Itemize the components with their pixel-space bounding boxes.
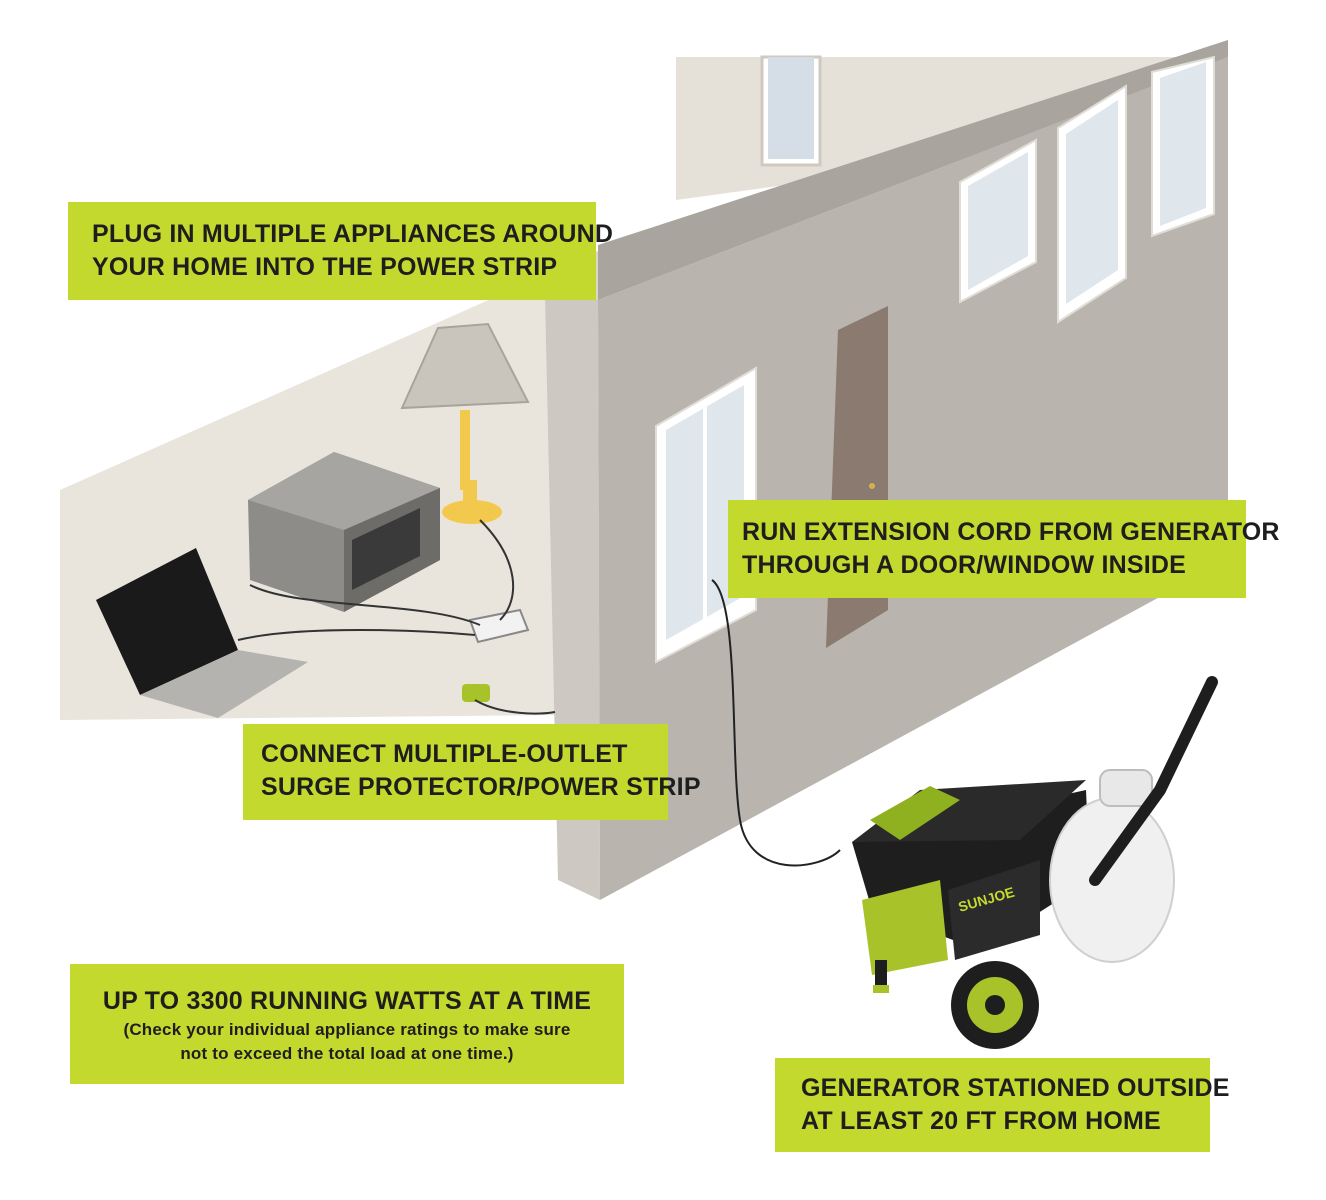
callout-plug-in-line-1: PLUG IN MULTIPLE APPLIANCES AROUND	[92, 220, 614, 248]
window-upper-2	[1057, 84, 1127, 324]
generator: SUNJOE	[852, 676, 1218, 1049]
window-upper-1	[959, 138, 1037, 304]
callout-watts-note-2: not to exceed the total load at one time…	[180, 1044, 514, 1063]
lamp	[400, 322, 530, 524]
callout-watts-note-1: (Check your individual appliance ratings…	[123, 1020, 571, 1039]
callout-extension-cord-line-1: RUN EXTENSION CORD FROM GENERATOR	[742, 518, 1280, 546]
callout-generator-line-2: AT LEAST 20 FT FROM HOME	[801, 1107, 1161, 1135]
callout-plug-in-line-2: YOUR HOME INTO THE POWER STRIP	[92, 253, 558, 281]
door-knob	[869, 483, 875, 489]
callout-extension-cord: RUN EXTENSION CORD FROM GENERATOR THROUG…	[728, 500, 1280, 598]
extension-cord	[711, 579, 841, 867]
callout-running-watts: UP TO 3300 RUNNING WATTS AT A TIME (Chec…	[70, 964, 624, 1084]
callout-surge-protector-line-2: SURGE PROTECTOR/POWER STRIP	[261, 773, 701, 801]
laptop	[96, 548, 308, 718]
wall-top-edge	[598, 40, 1228, 300]
callout-extension-cord-line-2: THROUGH A DOOR/WINDOW INSIDE	[742, 551, 1187, 579]
appliance-cords	[237, 519, 556, 715]
callout-surge-protector: CONNECT MULTIPLE-OUTLET SURGE PROTECTOR/…	[243, 724, 701, 820]
power-strip	[462, 608, 530, 702]
callout-generator-distance: GENERATOR STATIONED OUTSIDE AT LEAST 20 …	[775, 1058, 1230, 1152]
callout-plug-in-appliances: PLUG IN MULTIPLE APPLIANCES AROUND YOUR …	[68, 202, 614, 300]
callout-generator-line-1: GENERATOR STATIONED OUTSIDE	[801, 1074, 1230, 1102]
microwave	[248, 452, 440, 612]
callout-surge-protector-line-1: CONNECT MULTIPLE-OUTLET	[261, 740, 628, 768]
window-upper-3	[1151, 55, 1215, 238]
callout-watts-heading: UP TO 3300 RUNNING WATTS AT A TIME	[102, 987, 592, 1015]
